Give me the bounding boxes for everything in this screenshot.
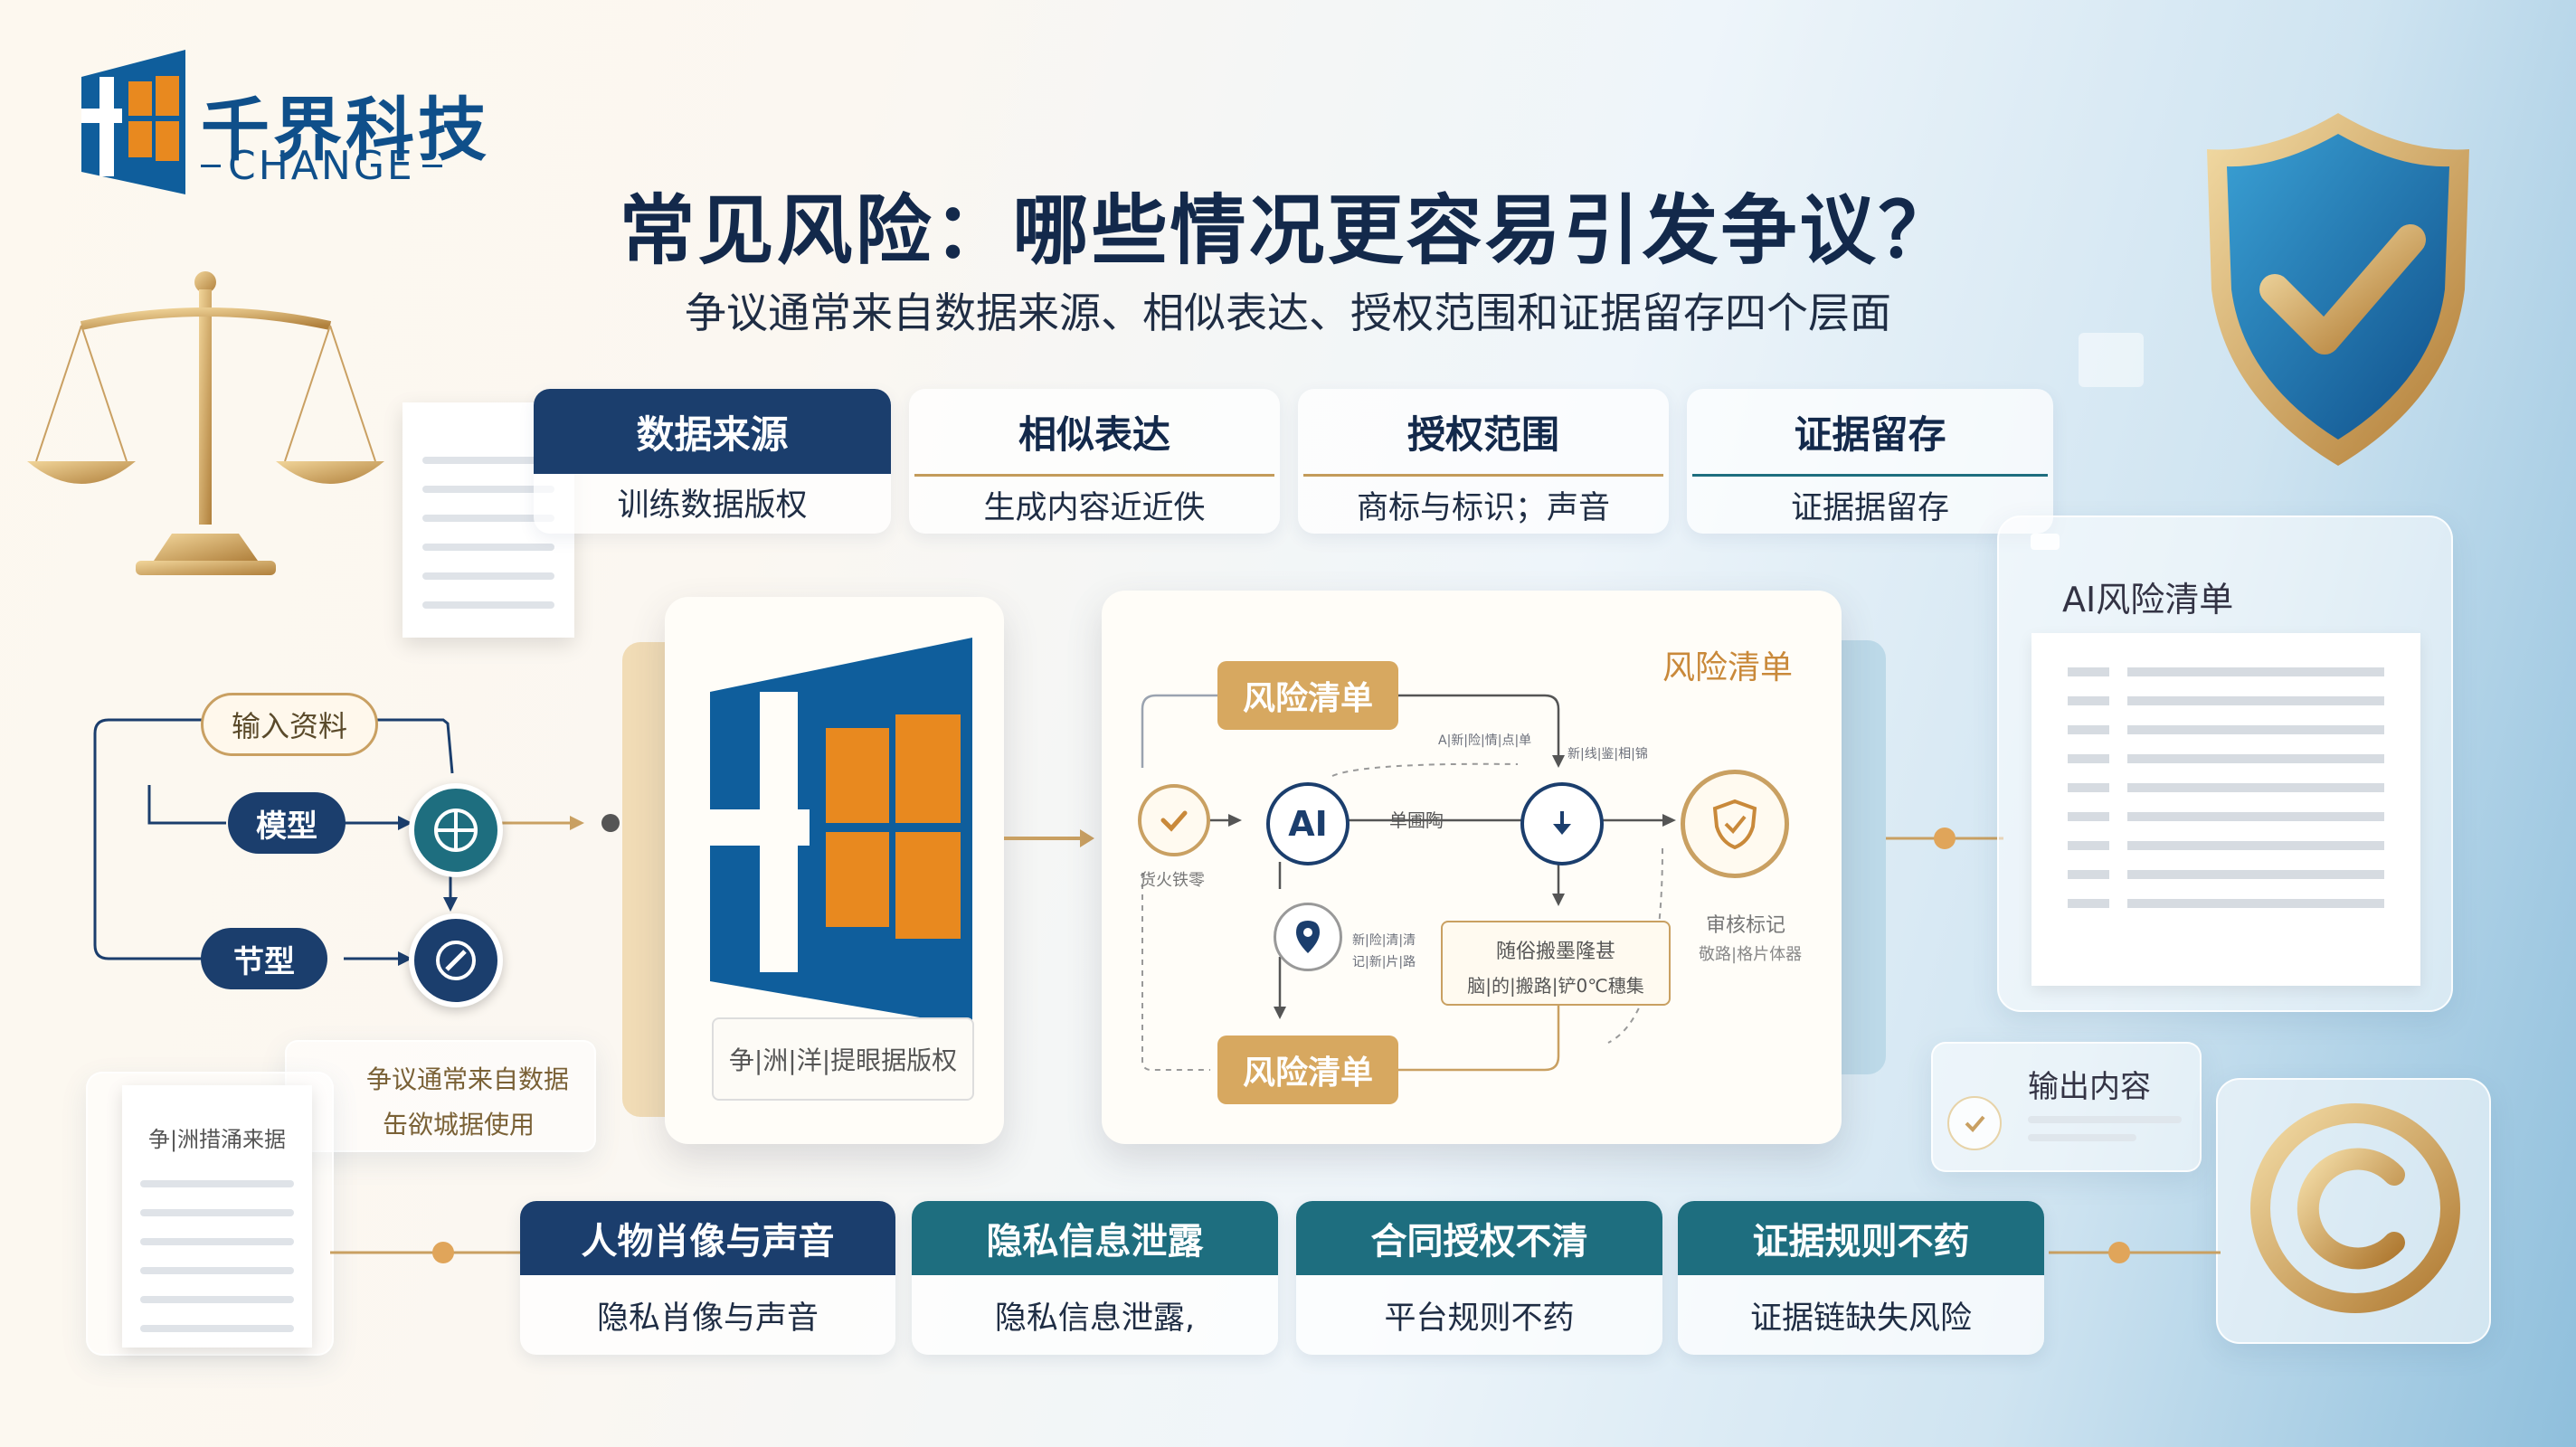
location-icon (1274, 903, 1342, 971)
ai-node[interactable]: AI (1266, 782, 1350, 865)
tab-desc: 生成内容近近佚 (983, 489, 1206, 526)
flow-top-label[interactable]: 风险清单 (1217, 661, 1398, 730)
tab-desc: 证据据留存 (1790, 489, 1949, 526)
tab-similar-expression[interactable]: 相似表达 生成内容近近佚 (909, 389, 1280, 534)
copyright-panel (2216, 1078, 2491, 1344)
flow-tiny-label: 新|线|鉴|相|锦 (1567, 747, 1648, 761)
page-subtitle: 争议通常来自数据来源、相似表达、授权范围和证据留存四个层面 (685, 288, 1891, 337)
tab-desc: 训练数据版权 (617, 487, 808, 524)
output-label: 输出内容 (2028, 1069, 2151, 1105)
flow-left-caption: 货火铁零 (1140, 871, 1205, 890)
brand-name-en: CHANGE (228, 143, 415, 189)
tab-desc: 商标与标识；声音 (1356, 489, 1610, 526)
tab-title: 授权范围 (1406, 411, 1559, 457)
left-flow-lines (93, 718, 620, 966)
risk-flow-card: 风险清单 风险清单 风险清单 货火铁零 AI 单圃陶 (1102, 591, 1842, 1144)
page-title: 常见风险：哪些情况更容易引发争议？ (619, 186, 1957, 275)
document-icon (2031, 633, 2420, 986)
flow-detail-line2: 脑|的|搬路|铲0℃穗集 (1467, 975, 1644, 997)
flow-mid-label: 单圃陶 (1389, 809, 1444, 831)
ai-risk-list-title: AI风险清单 (2062, 580, 2234, 619)
flow-bottom-label[interactable]: 风险清单 (1217, 1036, 1398, 1104)
brand-name-en-row: CHANGE (201, 143, 442, 189)
download-icon (1520, 782, 1604, 865)
input-label: 输入资料 (201, 693, 378, 756)
shield-check-icon (2198, 109, 2478, 470)
connector-bottom-right (2049, 1242, 2221, 1263)
flow-tiny-label: 记|新|片|路 (1352, 955, 1416, 969)
bottom-tab-desc: 隐私信息泄露, (994, 1300, 1196, 1337)
flow-card-title: 风险清单 (1662, 649, 1794, 686)
bottom-tab-evidence-rules[interactable]: 证据规则不药 证据链缺失风险 (1678, 1201, 2044, 1355)
grid-icon (409, 783, 503, 877)
doc-title: 争|洲措涌来据 (147, 1127, 287, 1152)
bottom-tab-title: 隐私信息泄露 (912, 1201, 1278, 1275)
bottom-tab-desc: 证据链缺失风险 (1749, 1300, 1972, 1337)
bottom-tab-portrait-voice[interactable]: 人物肖像与声音 隐私肖像与声音 (520, 1201, 895, 1355)
brand-name-cn: 千界科技 (201, 90, 490, 170)
shield-check-icon (1681, 770, 1789, 878)
tab-evidence-retention[interactable]: 证据留存 证据据留存 (1687, 389, 2053, 534)
logo-icon (72, 45, 190, 199)
bottom-tab-desc: 平台规则不药 (1384, 1300, 1575, 1337)
connector-bottom-left (330, 1242, 520, 1263)
ai-risk-list-panel: AI风险清单 (1997, 515, 2453, 1012)
logo-icon (710, 638, 972, 1026)
bottom-tab-title: 人物肖像与声音 (520, 1201, 895, 1275)
bottom-tab-title: 证据规则不药 (1678, 1201, 2044, 1275)
output-content-box: 输出内容 (1931, 1042, 2202, 1172)
tab-authorization-scope[interactable]: 授权范围 商标与标识；声音 (1298, 389, 1669, 534)
flow-tiny-label: A|新|险|情|点|单 (1438, 733, 1532, 748)
model-node[interactable]: 模型 (228, 792, 346, 854)
arrow-to-flow (1004, 829, 1094, 847)
tab-data-source[interactable]: 数据来源 训练数据版权 (534, 389, 891, 534)
tab-title: 相似表达 (1018, 411, 1170, 457)
decor-square (2079, 333, 2144, 387)
note-box (285, 1040, 596, 1152)
bottom-tab-contract-authorization[interactable]: 合同授权不清 平台规则不药 (1296, 1201, 1662, 1355)
scales-icon (27, 262, 389, 579)
note-line1: 争议通常来自数据 (366, 1064, 570, 1094)
tab-title: 证据留存 (1794, 411, 1946, 457)
note-line2: 缶欲城据使用 (383, 1110, 535, 1140)
bottom-tab-title: 合同授权不清 (1296, 1201, 1662, 1275)
check-icon (1138, 784, 1210, 856)
bottom-tab-privacy-leak[interactable]: 隐私信息泄露 隐私信息泄露, (912, 1201, 1278, 1355)
check-icon (1947, 1096, 2002, 1150)
flow-right-caption1: 审核标记 (1706, 914, 1786, 937)
logo-card: 争|洲|洋|提眼据版权 (665, 597, 1004, 1144)
flow-right-caption2: 敬路|格片体器 (1699, 945, 1803, 964)
card-edge (1836, 640, 1886, 1074)
tab-title: 数据来源 (534, 389, 891, 474)
link-icon (409, 913, 503, 1007)
connector-right (1886, 828, 2003, 849)
copyright-icon (2250, 1103, 2460, 1313)
flow-tiny-label: 新|险|清|清 (1352, 933, 1416, 948)
document-icon: 争|洲措涌来据 (122, 1085, 312, 1348)
bottom-tab-desc: 隐私肖像与声音 (596, 1300, 819, 1337)
node2-label[interactable]: 节型 (201, 928, 327, 989)
flow-detail-box: 随俗搬墨隆甚 脑|的|搬路|铲0℃穗集 (1441, 921, 1671, 1006)
flow-detail-line1: 随俗搬墨隆甚 (1495, 941, 1615, 963)
center-caption: 争|洲|洋|提眼据版权 (712, 1017, 974, 1101)
